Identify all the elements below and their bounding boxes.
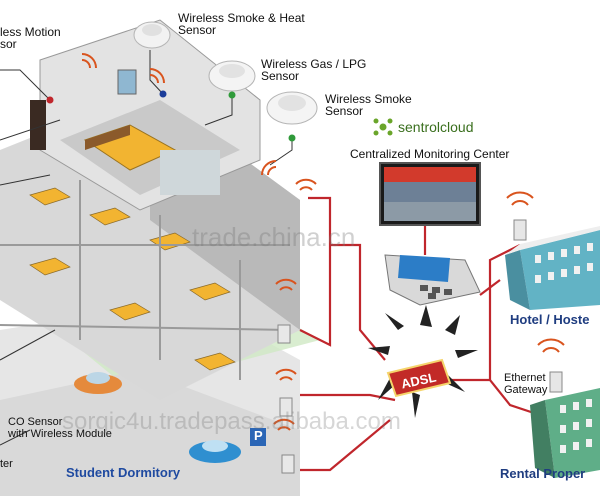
- gas-dot: [228, 91, 236, 99]
- network-links: [299, 196, 541, 472]
- parking-sign-label: P: [254, 428, 263, 443]
- adsl-badge: [386, 358, 452, 398]
- adsl-burst-rays: [368, 305, 478, 418]
- car-orange: [74, 372, 122, 394]
- ethernet-gateway-label: Ethernet Gateway: [504, 372, 548, 396]
- monitoring-center-label: Centralized Monitoring Center: [350, 147, 510, 161]
- gas-sensor-label: Wireless Gas / LPG Sensor: [261, 57, 367, 83]
- car-blue: [189, 440, 241, 463]
- student-dormitory-label: Student Dormitory: [66, 465, 181, 480]
- keyboards: [420, 285, 452, 299]
- rental-building: [530, 388, 600, 478]
- sensor-callout-lines: [0, 50, 293, 446]
- motion-dot: [46, 96, 54, 104]
- rental-gateway: [549, 371, 563, 393]
- room-row-3: [194, 352, 236, 371]
- bed-head: [85, 125, 130, 150]
- hotel-gateway: [513, 219, 527, 241]
- motion-sensor-label: less Motion sor: [0, 25, 61, 51]
- co-sensor-label: CO Sensor with Wireless Module: [8, 416, 112, 440]
- gas-sensor: [208, 60, 256, 92]
- smoke-sensor-label: Wireless Smoke Sensor: [325, 92, 412, 118]
- smoke-heat-sensor-label: Wireless Smoke & Heat Sensor: [178, 11, 305, 37]
- window: [117, 69, 137, 95]
- sentrol-logo-icon: [373, 118, 393, 136]
- door: [30, 100, 46, 150]
- room-row-2: [29, 257, 231, 321]
- monitor-blue: [398, 255, 450, 282]
- room-dividers: [0, 180, 291, 380]
- hotel-building: [505, 226, 600, 310]
- rental-property-label: Rental Proper: [500, 466, 586, 481]
- hotel-label: Hotel / Hoste: [510, 312, 590, 327]
- partial-label: ter: [0, 458, 13, 470]
- smoke-heat-sensor: [133, 21, 171, 49]
- smoke-dot: [288, 134, 296, 142]
- brand-label: sentrolcloud: [398, 119, 474, 135]
- wifi-signals: [81, 53, 565, 431]
- wireless-modules: [277, 324, 295, 474]
- watermark-bottom: sorgic4u.tradepass.alibaba.com: [62, 408, 401, 435]
- bathroom: [160, 150, 220, 195]
- smoke-sensor: [266, 91, 318, 125]
- watermark-main: trade.china.cn: [192, 222, 356, 252]
- parking-sign: [250, 428, 266, 446]
- smoke-heat-dot: [159, 90, 167, 98]
- road: [0, 370, 300, 496]
